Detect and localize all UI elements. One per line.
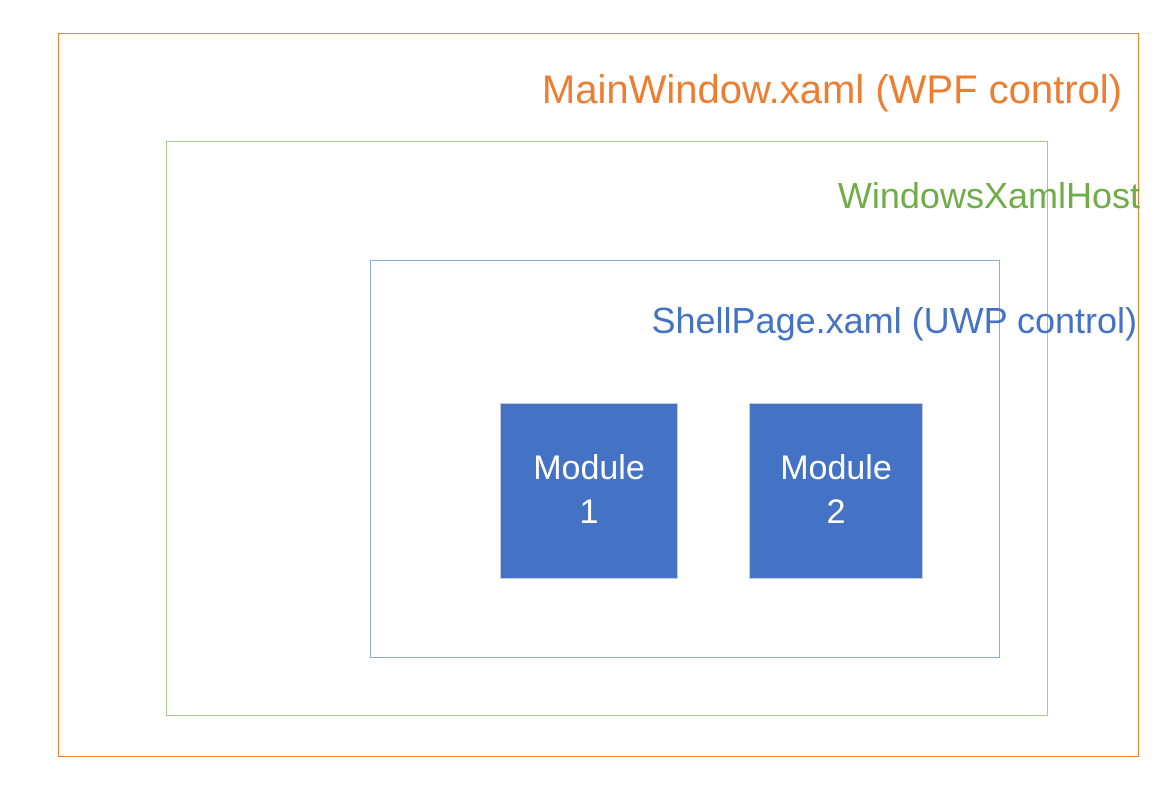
- module-block-1-line1: Module: [533, 449, 645, 488]
- module-block-1-line2: 1: [579, 493, 599, 531]
- container-label-shellpage-uwp: ShellPage.xaml (UWP control): [651, 300, 1137, 341]
- module-block-2-line2: 2: [826, 493, 846, 531]
- container-label-windowsxamlhost: WindowsXamlHost: [837, 175, 1140, 216]
- module-block-2-line1: Module: [780, 449, 892, 488]
- container-shellpage-uwp: [370, 260, 1000, 658]
- module-block-2: Module 2: [750, 404, 922, 578]
- container-windowsxamlhost: [166, 141, 1048, 716]
- container-label-mainwindow-wpf: MainWindow.xaml (WPF control): [541, 68, 1122, 112]
- container-mainwindow-wpf: [58, 33, 1139, 757]
- module-block-1: Module 1: [501, 404, 677, 578]
